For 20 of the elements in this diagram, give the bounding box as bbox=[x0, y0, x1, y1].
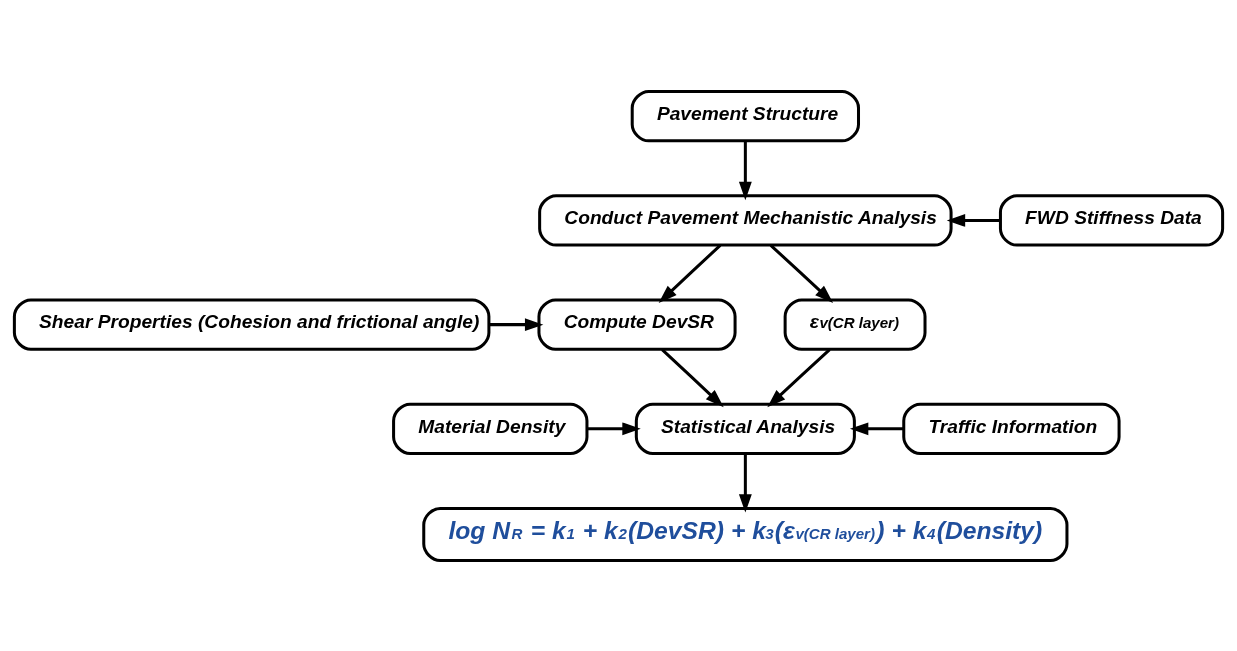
node-box: Pavement Structure bbox=[630, 89, 860, 142]
node-box: Conduct Pavement Mechanistic Analysis bbox=[538, 193, 953, 247]
arrow bbox=[489, 317, 544, 331]
arrow bbox=[769, 243, 834, 303]
node-box: Statistical Analysis bbox=[634, 402, 856, 455]
arrow bbox=[946, 213, 1001, 227]
arrow bbox=[661, 347, 724, 407]
node-box: εv(CR layer) bbox=[783, 297, 927, 351]
node-box: FWD Stiffness Data bbox=[998, 193, 1225, 247]
arrow bbox=[587, 421, 641, 435]
node-box: Shear Properties (Cohesion and frictional angle) bbox=[12, 297, 491, 351]
arrow bbox=[738, 453, 752, 513]
node-box: log NR = k1 + k2(DevSR) + k3(εv(CR layer)) + k4(Density) bbox=[422, 506, 1069, 562]
arrow bbox=[738, 140, 752, 200]
arrow bbox=[658, 243, 722, 303]
arrow bbox=[767, 347, 831, 407]
node-box: Compute DevSR bbox=[537, 297, 737, 351]
node-box: Traffic Information bbox=[902, 402, 1121, 455]
node-box: Material Density bbox=[392, 402, 589, 455]
arrow bbox=[849, 421, 904, 435]
